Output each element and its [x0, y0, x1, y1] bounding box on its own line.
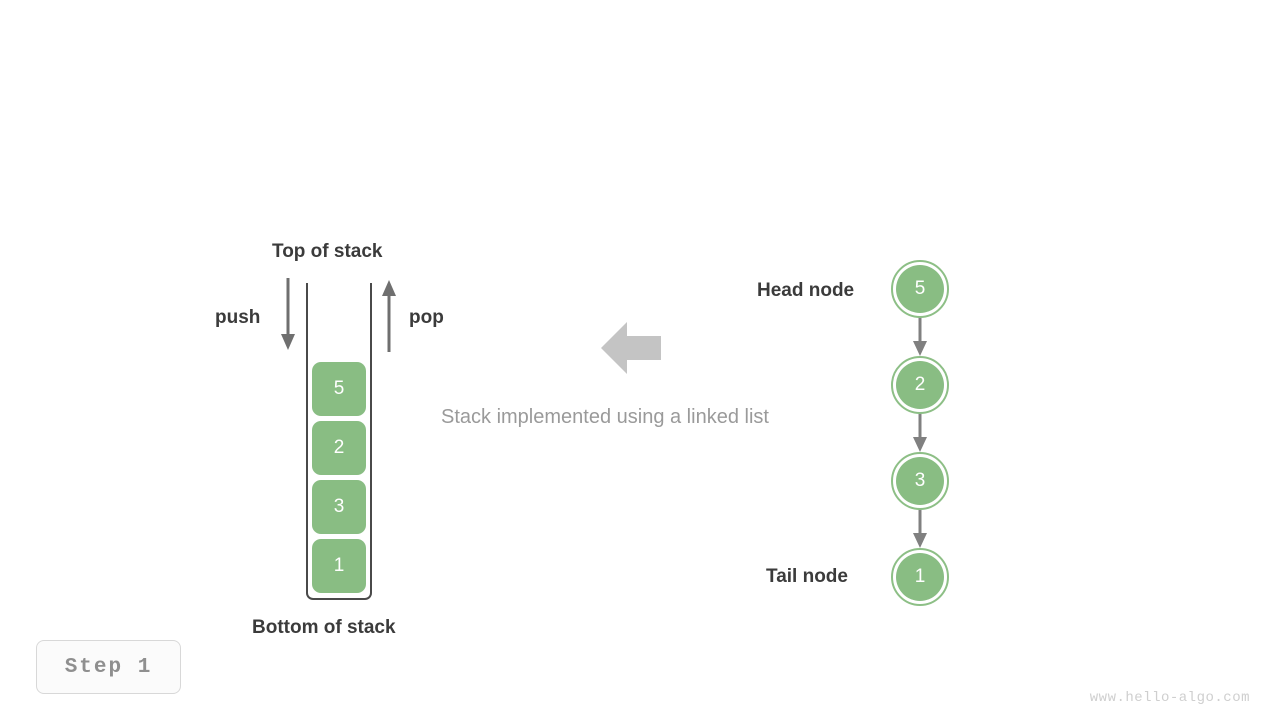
stack-top-label: Top of stack: [272, 241, 383, 262]
stack-cell: 3: [312, 480, 366, 534]
linked-list-node: 3: [891, 452, 949, 510]
stack-cell: 1: [312, 539, 366, 593]
step-badge: Step 1: [36, 640, 181, 694]
node-link-arrow-icon: [913, 412, 927, 452]
linked-list-node-value: 1: [896, 553, 944, 601]
diagram-caption: Stack implemented using a linked list: [441, 406, 769, 428]
stack-cell: 5: [312, 362, 366, 416]
linked-list-node: 5: [891, 260, 949, 318]
linked-list-node: 2: [891, 356, 949, 414]
linked-list-node: 1: [891, 548, 949, 606]
linked-list-tail-label: Tail node: [766, 566, 848, 587]
watermark: www.hello-algo.com: [1089, 690, 1250, 706]
pop-arrow-icon: [382, 280, 396, 352]
stack-push-label: push: [215, 307, 261, 328]
linked-list-head-label: Head node: [757, 280, 855, 301]
linked-list-node-value: 5: [896, 265, 944, 313]
node-link-arrow-icon: [913, 508, 927, 548]
push-arrow-icon: [281, 278, 295, 350]
linked-list-node-value: 2: [896, 361, 944, 409]
stack-pop-label: pop: [409, 307, 444, 328]
stack-cell-list: 5 2 3 1: [312, 362, 366, 593]
linked-list-node-value: 3: [896, 457, 944, 505]
left-arrow-icon: [601, 322, 661, 374]
node-link-arrow-icon: [913, 316, 927, 356]
stack-cell: 2: [312, 421, 366, 475]
stack-container: [306, 283, 372, 600]
stack-bottom-label: Bottom of stack: [252, 617, 396, 638]
